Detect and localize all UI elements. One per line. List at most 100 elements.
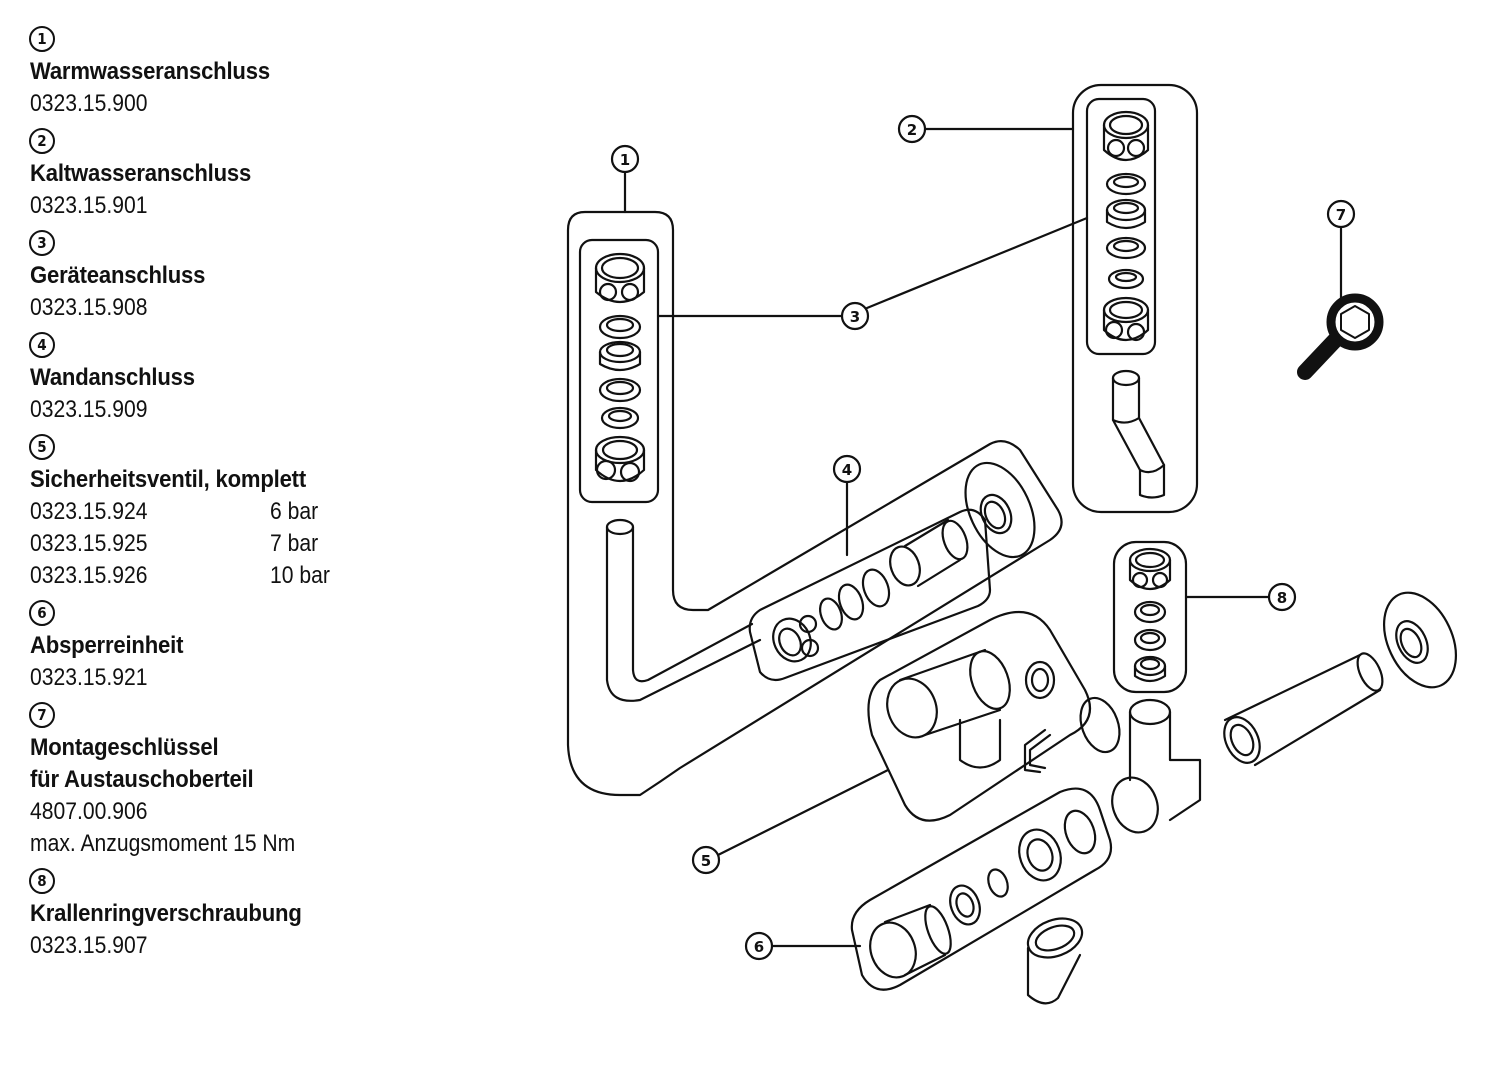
pressure-value: 6 bar (270, 498, 319, 525)
legend-entry-7: 7 Montageschlüssel für Austauschoberteil… (29, 702, 390, 860)
legend-entry-5: 5 Sicherheitsventil, komplett 0323.15.92… (29, 434, 390, 592)
part-code: 0323.15.900 (30, 90, 148, 117)
group-3-right-box (1085, 97, 1157, 356)
part-code: 0323.15.908 (30, 294, 148, 321)
torque-note: max. Anzugsmoment 15 Nm (30, 830, 296, 857)
callout-6 (744, 931, 774, 961)
callout-number: 8 (29, 868, 55, 894)
nut-icon (1102, 296, 1150, 342)
callout-7-label: 7 (1336, 206, 1346, 224)
nut-icon (594, 252, 646, 304)
ring-icon (1107, 268, 1145, 290)
ring-icon (598, 377, 642, 403)
group-1-warmwasser: 1 (566, 144, 1063, 797)
clip-icon (1023, 728, 1052, 774)
group-8-krallenring: 8 (1112, 540, 1297, 694)
group-4-wandanschluss: 4 (748, 454, 1036, 682)
safety-valve-icon (886, 648, 1056, 769)
group-6-outline (850, 787, 1113, 991)
group-8-outline (1112, 540, 1188, 694)
part-title: Kaltwasseranschluss (30, 160, 252, 187)
group-2-kaltwasser: 2 (897, 83, 1199, 514)
variant-row: 0323.15.924 6 bar (30, 496, 390, 528)
callout-number: 6 (29, 600, 55, 626)
ring-icon (1133, 628, 1167, 652)
callout-5 (691, 845, 721, 875)
callout-number: 2 (29, 128, 55, 154)
handle-icon (1026, 917, 1084, 1005)
sleeve-icon (1133, 655, 1167, 683)
spindle-icon (949, 884, 981, 926)
callout-1-label: 1 (620, 151, 630, 169)
extension-pipe-icon (1223, 652, 1384, 767)
ring-icon (837, 583, 865, 621)
callout-6-label: 6 (754, 938, 764, 956)
part-title: Wandanschluss (30, 364, 195, 391)
callout-4 (832, 454, 862, 484)
part-title-line2: für Austauschoberteil (30, 766, 254, 793)
offset-pipe-icon (1111, 369, 1166, 499)
part-code: 0323.15.901 (30, 192, 148, 219)
ring-icon (1133, 600, 1167, 624)
part-title: Sicherheitsventil, komplett (30, 466, 307, 493)
group-5-sicherheitsventil: 5 (691, 610, 1092, 875)
ring-icon (1105, 236, 1147, 260)
rosette-icon (1383, 591, 1457, 689)
legend-entry-6: 6 Absperreinheit 0323.15.921 (29, 600, 390, 694)
callout-4-label: 4 (842, 461, 852, 479)
legend-entry-1: 1 Warmwasseranschluss 0323.15.900 (29, 26, 390, 120)
callout-1 (610, 144, 640, 174)
part-code: 0323.15.924 (30, 498, 148, 525)
group-1-outline (566, 210, 1063, 797)
part-title: Warmwasseranschluss (30, 58, 270, 85)
ring-icon (819, 597, 843, 631)
legend-entry-2: 2 Kaltwasseranschluss 0323.15.901 (29, 128, 390, 222)
nut-icon (1128, 547, 1172, 591)
callout-5-label: 5 (701, 852, 711, 870)
rosette-icon (964, 461, 1036, 559)
callout-8-label: 8 (1277, 589, 1287, 607)
pipe-icon (605, 518, 762, 702)
group-4-outline (748, 508, 992, 682)
o-ring-icon (987, 868, 1009, 898)
legend-entry-4: 4 Wandanschluss 0323.15.909 (29, 332, 390, 426)
group-7-montageschluessel: 7 (1297, 199, 1384, 380)
callout-7 (1326, 199, 1356, 229)
group-3-left-box (578, 238, 660, 504)
group-5-outline (867, 610, 1092, 822)
part-code: 0323.15.907 (30, 932, 148, 959)
part-code: 0323.15.925 (30, 530, 148, 557)
legend-entry-3: 3 Geräteanschluss 0323.15.908 (29, 230, 390, 324)
callout-number: 7 (29, 702, 55, 728)
ring-icon (1105, 172, 1147, 196)
callout-3-label: 3 (850, 308, 860, 326)
part-title: Geräteanschluss (30, 262, 206, 289)
part-title: Krallenringverschraubung (30, 900, 302, 927)
part-code: 4807.00.906 (30, 798, 148, 825)
parts-legend: 1 Warmwasseranschluss 0323.15.900 2 Kalt… (29, 26, 390, 970)
nut-icon (594, 435, 646, 483)
callout-number: 4 (29, 332, 55, 358)
pressure-value: 10 bar (270, 562, 330, 589)
union-nut-icon (1079, 696, 1121, 754)
variant-row: 0323.15.926 10 bar (30, 560, 390, 592)
valve-insert-icon (1018, 809, 1097, 882)
wrench-icon (1297, 293, 1384, 380)
threaded-nipple-icon (889, 518, 969, 588)
callout-number: 5 (29, 434, 55, 460)
pressure-value: 7 bar (270, 530, 319, 557)
callout-2 (897, 114, 927, 144)
part-code: 0323.15.921 (30, 664, 148, 691)
part-title: Absperreinheit (30, 632, 184, 659)
callout-2-label: 2 (907, 121, 917, 139)
t-piece-body (1079, 696, 1202, 834)
part-title: Montageschlüssel (30, 734, 219, 761)
t-piece-top-opening (1128, 698, 1172, 726)
part-code: 0323.15.909 (30, 396, 148, 423)
legend-entry-8: 8 Krallenringverschraubung 0323.15.907 (29, 868, 390, 962)
callout-8 (1267, 582, 1297, 612)
ring-icon (598, 314, 642, 340)
sleeve-icon (598, 340, 642, 372)
cap-icon (869, 903, 952, 979)
